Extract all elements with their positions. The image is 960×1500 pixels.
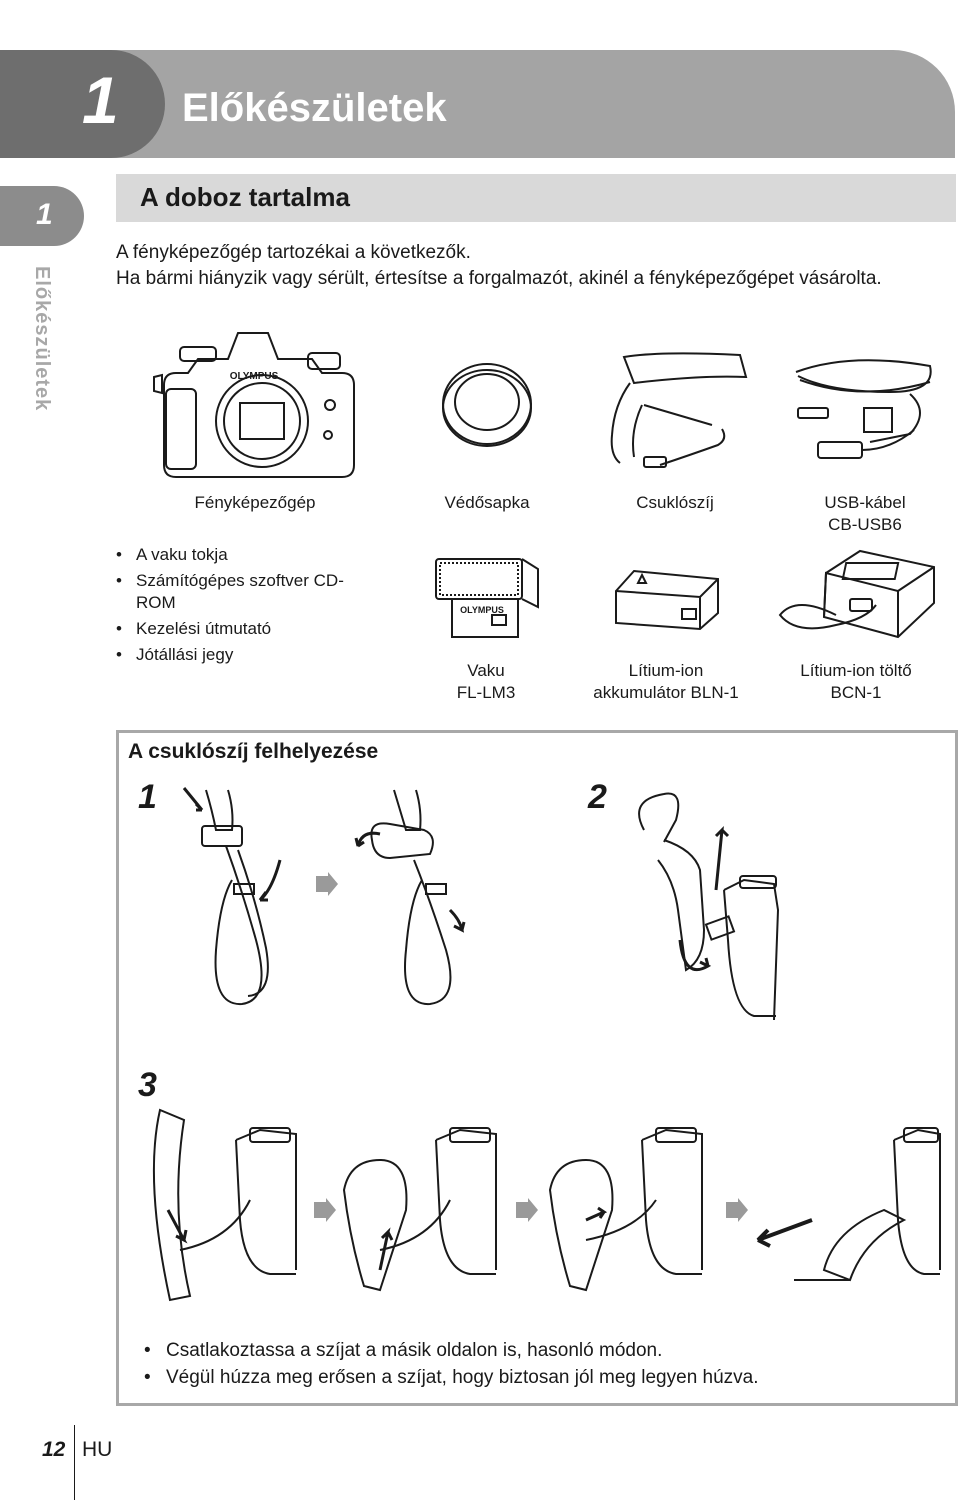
body-cap-illustration [442, 363, 532, 447]
top-margin [0, 0, 960, 38]
caption-wrist-strap-line1: Csuklószíj [636, 493, 714, 512]
section-header-bar [116, 174, 956, 222]
intro-line-1: A fényképezőgép tartozékai a következők. [116, 242, 471, 263]
step-number-1: 1 [138, 778, 157, 816]
list-item: Végül húzza meg erősen a szíjat, hogy bi… [140, 1364, 920, 1391]
caption-flash: Vaku FL-LM3 [436, 660, 536, 704]
intro-line-2: Ha bármi hiányzik vagy sérült, értesítse… [116, 268, 882, 289]
flash-brand: OLYMPUS [460, 605, 504, 615]
step-3b-illustration [342, 1127, 497, 1292]
step-number-3: 3 [138, 1066, 157, 1104]
side-tab-label: Előkészületek [31, 266, 53, 412]
caption-battery-line1: Lítium-ion [628, 661, 704, 680]
step-3d-illustration [756, 1127, 941, 1282]
arrow-right-icon [516, 1198, 538, 1222]
camera-illustration: OLYMPUS [153, 332, 355, 478]
language-code: HU [82, 1438, 113, 1461]
list-item: Csatlakoztassa a szíjat a másik oldalon … [140, 1337, 920, 1364]
arrow-right-icon [726, 1198, 748, 1222]
footer-divider [74, 1425, 75, 1500]
chapter-number-pill [0, 50, 165, 158]
charger-illustration [778, 549, 935, 639]
arrow-right-icon [316, 872, 338, 896]
caption-flash-line1: Vaku [467, 661, 505, 680]
extras-list: A vaku tokja Számítógépes szoftver CD-RO… [116, 544, 376, 670]
caption-charger-line1: Lítium-ion töltő [800, 661, 912, 680]
arrow-right-icon [314, 1198, 336, 1222]
caption-charger: Lítium-ion töltő BCN-1 [780, 660, 932, 704]
step-3c-illustration [548, 1127, 703, 1292]
side-tab-number: 1 [36, 198, 53, 231]
caption-flash-line2: FL-LM3 [456, 683, 516, 702]
caption-wrist-strap: Csuklószíj [610, 492, 740, 514]
step-3a-illustration [152, 1108, 297, 1302]
caption-usb-cable: USB-kábel CB-USB6 [800, 492, 930, 536]
step-number-2: 2 [588, 778, 607, 816]
strap-attach-title: A csuklószíj felhelyezése [128, 740, 379, 763]
caption-body-cap: Védősapka [420, 492, 554, 514]
usb-cable-illustration [795, 359, 932, 459]
intro-text: A fényképezőgép tartozékai a következők.… [116, 240, 916, 292]
section-title: A doboz tartalma [140, 182, 350, 212]
step-1b-illustration [354, 789, 466, 1006]
caption-usb-cable-line2: CB-USB6 [828, 515, 902, 534]
step-1a-illustration [182, 787, 282, 1006]
caption-battery: Lítium-ion akkumulátor BLN-1 [580, 660, 752, 704]
list-item: Számítógépes szoftver CD-ROM [116, 570, 376, 614]
list-item: Jótállási jegy [116, 644, 376, 666]
wrist-strap-illustration [610, 352, 748, 468]
caption-battery-line2: akkumulátor BLN-1 [593, 683, 739, 702]
caption-body-cap-line1: Védősapka [444, 493, 530, 512]
side-tab[interactable] [0, 186, 84, 246]
page-number: 12 [42, 1438, 66, 1461]
flash-illustration: OLYMPUS [435, 558, 539, 638]
list-item: Kezelési útmutató [116, 618, 376, 640]
caption-usb-cable-line1: USB-kábel [824, 493, 906, 512]
camera-brand: OLYMPUS [230, 371, 279, 382]
chapter-number: 1 [82, 63, 119, 137]
battery-illustration [615, 569, 719, 631]
caption-charger-line2: BCN-1 [830, 683, 882, 702]
strap-attach-box [116, 730, 958, 1406]
list-item: A vaku tokja [116, 544, 376, 566]
caption-camera-line1: Fényképezőgép [194, 493, 316, 512]
caption-camera: Fényképezőgép [170, 492, 340, 514]
step-2-illustration [638, 792, 780, 1021]
strap-notes: Csatlakoztassa a szíjat a másik oldalon … [140, 1337, 920, 1391]
chapter-title: Előkészületek [182, 86, 447, 130]
